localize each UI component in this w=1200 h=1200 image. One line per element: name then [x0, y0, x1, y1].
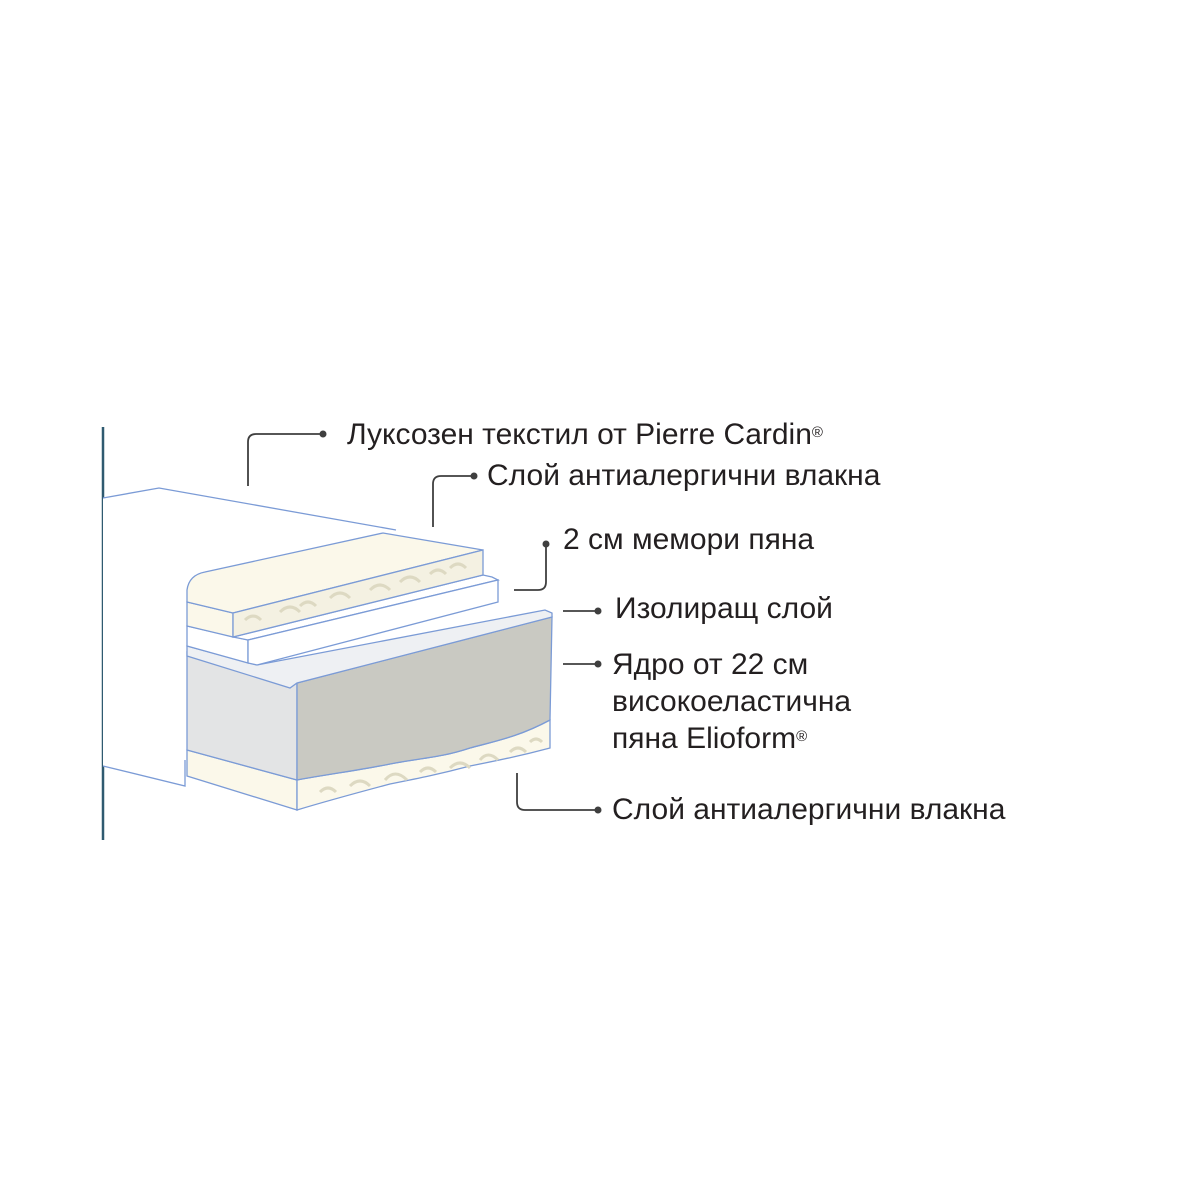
label-textile: Луксозен текстил от Pierre Cardin®: [347, 416, 823, 453]
mattress-cover-bottom-outline: [102, 760, 186, 787]
label-memory-foam: 2 см мемори пяна: [563, 523, 815, 556]
top-fiber-texture: [243, 562, 468, 622]
label-textile-text: Луксозен текстил от Pierre Cardin: [347, 418, 812, 451]
insulation-layer: [186, 609, 553, 689]
top-fiber-front: [232, 549, 484, 638]
leader-memory: [514, 544, 547, 591]
core-front: [296, 616, 553, 781]
leader-fiber-top: [432, 475, 474, 527]
top-fiber-top: [186, 532, 484, 614]
leader-lines: [247, 433, 598, 811]
bottom-fiber-texture: [318, 737, 544, 794]
label-core-line1: Ядро от 22 см: [612, 648, 809, 681]
leader-dots: [319, 430, 602, 814]
registered-mark: ®: [811, 424, 823, 441]
label-core-line3: пяна Elioform®: [612, 720, 851, 757]
memory-foam-front: [247, 579, 499, 666]
registered-mark: ®: [796, 728, 808, 745]
label-core-line2: високоеластична: [612, 685, 852, 718]
label-core: Ядро от 22 см високоеластична пяна Eliof…: [612, 646, 851, 757]
label-core-line3-text: пяна Elioform: [612, 722, 797, 755]
label-fiber-top: Слой антиалергични влакна: [487, 459, 881, 492]
leader-textile: [247, 433, 323, 486]
leader-fiber-bottom: [516, 773, 598, 811]
mattress-cover-outline: [102, 487, 397, 531]
label-fiber-bottom: Слой антиалергични влакна: [612, 793, 1006, 826]
label-insulation: Изолиращ слой: [615, 592, 833, 625]
